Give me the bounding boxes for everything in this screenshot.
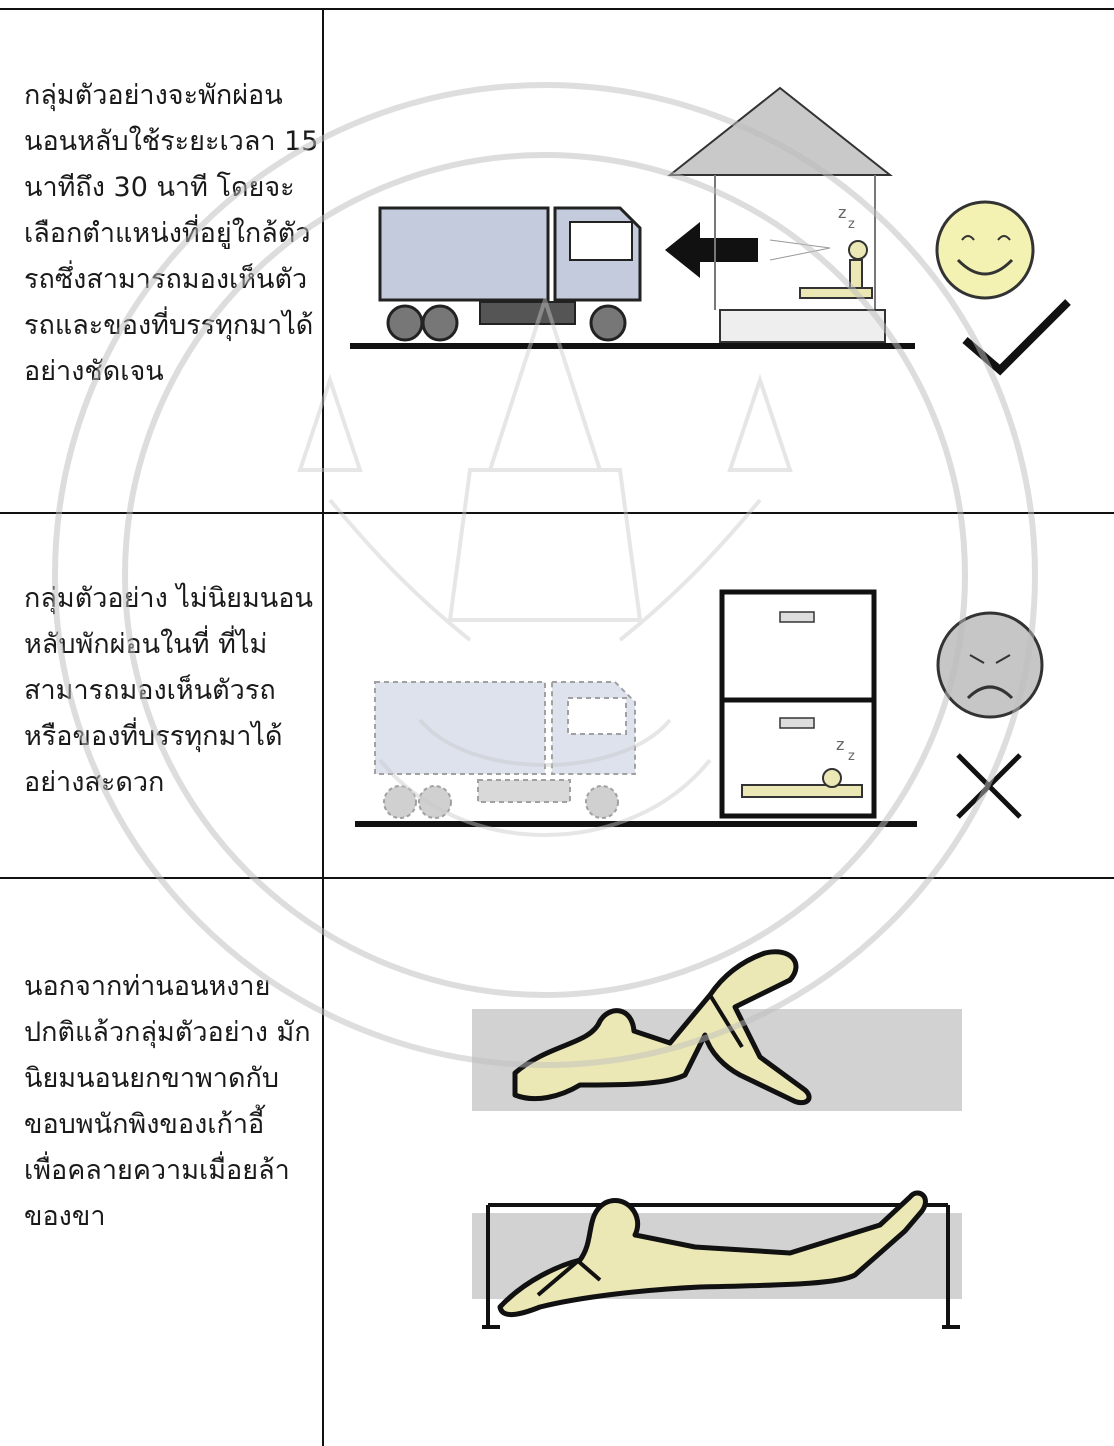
row-3-line-6: ของขา: [24, 1194, 316, 1240]
sleep-z-2: z: [848, 217, 855, 232]
ground-line: [350, 343, 915, 349]
sleep-z-1: z: [838, 203, 846, 222]
row-2-line-3: สามารถมองเห็นตัวรถ: [24, 668, 316, 714]
happy-face-icon: [937, 202, 1033, 298]
row-1-line-2: นอนหลับใช้ระยะเวลา 15: [24, 119, 316, 165]
truck-hidden-illustration: z z: [330, 580, 1110, 840]
ground-line: [355, 821, 917, 827]
stacked-rooms-icon: [722, 592, 874, 816]
row-3-line-1: นอกจากท่านอนหงาย: [24, 964, 316, 1010]
arrow-left-icon: [665, 222, 758, 278]
row-3-line-4: ขอบพนักพิงของเก้าอี้: [24, 1102, 316, 1148]
sad-face-icon: [938, 613, 1042, 717]
row-3-line-5: เพื่อคลายความเมื่อยล้า: [24, 1148, 316, 1194]
sleep-z-3: z: [836, 735, 844, 754]
row-3-description: นอกจากท่านอนหงาย ปกติแล้วกลุ่มตัวอย่าง ม…: [24, 964, 316, 1240]
truck-icon: [380, 208, 640, 340]
table-row-divider-1: [0, 512, 1114, 514]
row-2-line-2: หลับพักผ่อนในที่ ที่ไม่: [24, 622, 316, 668]
row-1-line-5: รถซึ่งสามารถมองเห็นตัว: [24, 257, 316, 303]
truck-visible-illustration: z z: [330, 70, 1110, 400]
cross-icon: [958, 755, 1020, 817]
sleep-marks: z z: [836, 735, 855, 764]
row-2-line-5: อย่างสะดวก: [24, 760, 316, 806]
row-1-description: กลุ่มตัวอย่างจะพักผ่อน นอนหลับใช้ระยะเวล…: [24, 73, 316, 395]
row-2-line-4: หรือของที่บรรทุกมาได้: [24, 714, 316, 760]
table-border-top: [0, 8, 1114, 10]
faded-truck-icon: [375, 682, 635, 818]
row-1-line-7: อย่างชัดเจน: [24, 349, 316, 395]
shelter-icon: [670, 88, 890, 342]
row-2-line-1: กลุ่มตัวอย่าง ไม่นิยมนอน: [24, 576, 316, 622]
row-1-line-1: กลุ่มตัวอย่างจะพักผ่อน: [24, 73, 316, 119]
check-icon: [965, 302, 1068, 370]
sleep-z-4: z: [848, 749, 855, 764]
row-1-line-4: เลือกตำแหน่งที่อยู่ใกล้ตัว: [24, 211, 316, 257]
table-column-divider: [322, 8, 324, 1446]
row-1-line-3: นาทีถึง 30 นาที โดยจะ: [24, 165, 316, 211]
sleep-marks: z z: [838, 203, 855, 232]
leg-resting-posture-illustration: [460, 935, 980, 1345]
row-1-line-6: รถและของที่บรรทุกมาได้: [24, 303, 316, 349]
table-row-divider-2: [0, 877, 1114, 879]
row-3-line-3: นิยมนอนยกขาพาดกับ: [24, 1056, 316, 1102]
row-2-description: กลุ่มตัวอย่าง ไม่นิยมนอน หลับพักผ่อนในที…: [24, 576, 316, 806]
row-3-line-2: ปกติแล้วกลุ่มตัวอย่าง มัก: [24, 1010, 316, 1056]
